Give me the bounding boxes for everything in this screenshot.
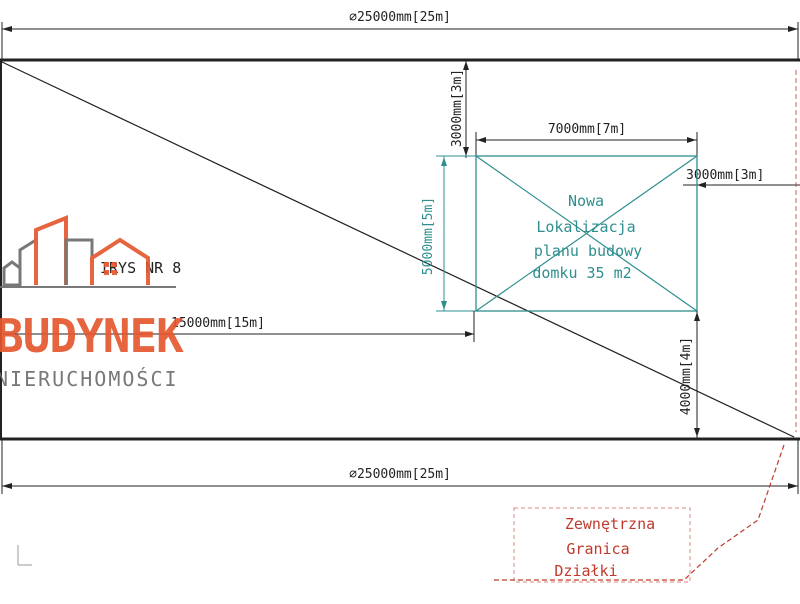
left-gap-label: 15000mm[15m] xyxy=(171,316,265,331)
watermark-brand: BUDYNEK xyxy=(0,309,184,363)
house-label-line4: domku 35 m2 xyxy=(532,264,631,282)
watermark-logo: BUDYNEK NIERUCHOMOŚCI xyxy=(0,215,185,391)
house-height-label: 5000mm[5m] xyxy=(421,197,436,275)
corner-mark xyxy=(17,545,32,566)
top-width-dimension: ⌀25000mm[25m] xyxy=(1,10,799,60)
house-footprint: Nowa Lokalizacja planu budowy domku 35 m… xyxy=(475,155,698,312)
drawing-title: IRYS NR 8 xyxy=(100,259,181,277)
bottom-gap-label: 4000mm[4m] xyxy=(679,337,694,415)
top-width-label: ⌀25000mm[25m] xyxy=(349,10,451,25)
house-label-line1: Nowa xyxy=(568,192,604,210)
outer-boundary: Zewnętrzna Granica Działki xyxy=(492,70,797,583)
left-gap-dimension: 15000mm[15m] xyxy=(2,311,475,342)
top-gap-label: 3000mm[3m] xyxy=(450,69,465,147)
plot-diagonal-line xyxy=(1,61,795,438)
bottom-gap-dimension: 4000mm[4m] xyxy=(679,311,700,439)
house-label-line2: Lokalizacja xyxy=(536,218,635,236)
top-gap-dimension: 3000mm[3m] xyxy=(450,60,476,158)
right-gap-dimension: 3000mm[3m] xyxy=(683,168,800,188)
plot-outline xyxy=(0,58,800,441)
right-gap-label: 3000mm[3m] xyxy=(686,168,764,183)
house-width-label: 7000mm[7m] xyxy=(548,122,626,137)
boundary-label-line3: Działki xyxy=(554,562,617,580)
watermark-tagline: NIERUCHOMOŚCI xyxy=(0,367,179,391)
boundary-label-line2: Granica xyxy=(566,540,629,558)
house-width-dimension: 7000mm[7m] xyxy=(475,122,698,156)
city-skyline-icon xyxy=(0,215,176,288)
boundary-label-line1: Zewnętrzna xyxy=(565,515,655,533)
house-height-dimension: 5000mm[5m] xyxy=(421,155,476,312)
bottom-width-dimension: ⌀25000mm[25m] xyxy=(1,439,799,494)
house-label-line3: planu budowy xyxy=(534,242,642,260)
bottom-width-label: ⌀25000mm[25m] xyxy=(349,467,451,482)
